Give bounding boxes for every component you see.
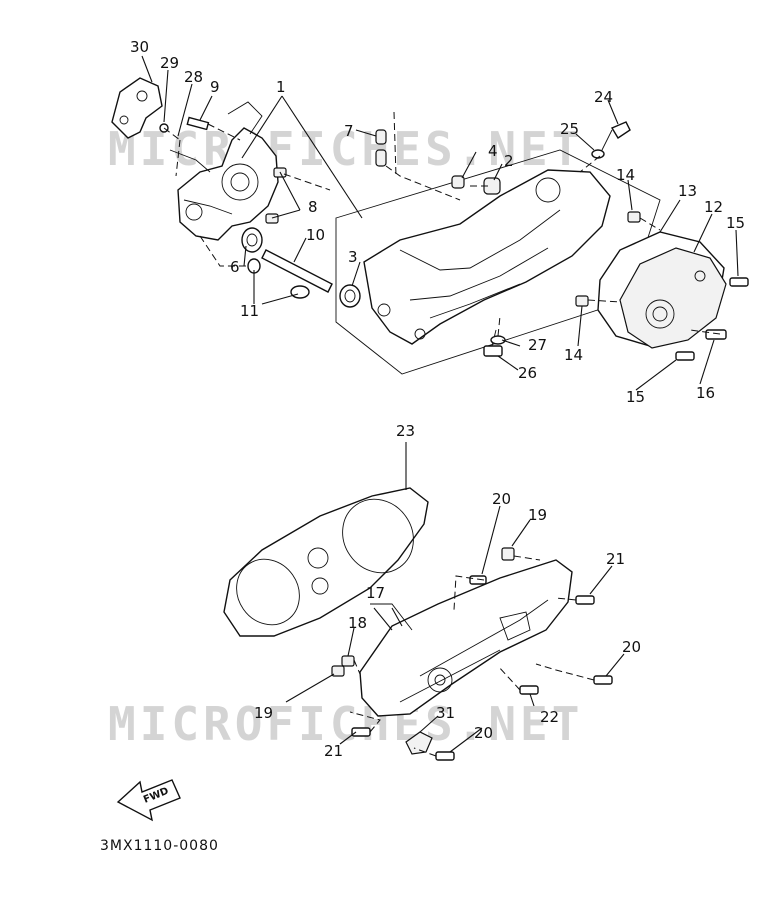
- callout-21-right: 21: [606, 550, 625, 568]
- callout-14-bottom: 14: [564, 346, 583, 364]
- diagram-code: 3MX1110-0080: [100, 838, 219, 854]
- callout-2: 2: [504, 152, 514, 170]
- callout-16: 16: [696, 384, 715, 402]
- callout-17: 17: [366, 584, 385, 602]
- part-10-shaft: [261, 249, 333, 293]
- part-7-dowel-pins: [375, 129, 387, 167]
- part-17-crankcase-cover: [359, 559, 573, 717]
- callout-6: 6: [230, 258, 240, 276]
- callout-3: 3: [348, 248, 358, 266]
- part-31-clamp: [405, 731, 433, 755]
- part-9-bolt: [186, 116, 210, 131]
- callout-28: 28: [184, 68, 203, 86]
- callout-21-left: 21: [324, 742, 343, 760]
- callout-26: 26: [518, 364, 537, 382]
- callouts: 30 29 28 9 1 7 4 2 8 10 6 3 11 24 25 14 …: [130, 38, 745, 760]
- callout-31: 31: [436, 704, 455, 722]
- callout-1: 1: [276, 78, 286, 96]
- part-19-dowels: [331, 547, 515, 677]
- callout-25: 25: [560, 120, 579, 138]
- part-15-bolts: [675, 277, 749, 361]
- callout-23: 23: [396, 422, 415, 440]
- part-30-bracket: [111, 77, 163, 139]
- part-24-plug: [599, 121, 631, 155]
- callout-10: 10: [306, 226, 325, 244]
- callout-11: 11: [240, 302, 259, 320]
- callout-8: 8: [308, 198, 318, 216]
- callout-19-left: 19: [254, 704, 273, 722]
- callout-14-top: 14: [616, 166, 635, 184]
- callout-15-top: 15: [726, 214, 745, 232]
- part-11-washers: [247, 258, 310, 299]
- crankcase-right-half: [363, 169, 611, 345]
- part-12-cover: [619, 247, 727, 349]
- callout-20-right: 20: [622, 638, 641, 656]
- bracket-17: [370, 603, 413, 631]
- callout-15-bottom: 15: [626, 388, 645, 406]
- callout-20-top: 20: [492, 490, 511, 508]
- callout-9: 9: [210, 78, 220, 96]
- callout-4: 4: [488, 142, 498, 160]
- callout-12: 12: [704, 198, 723, 216]
- callout-24: 24: [594, 88, 613, 106]
- part-16-bolt: [705, 329, 727, 340]
- part-22-bolt: [519, 685, 539, 695]
- left-crankcase-half: [169, 101, 279, 241]
- part-21-bolts: [351, 595, 595, 737]
- callout-7: 7: [344, 122, 354, 140]
- callout-20-bottom: 20: [474, 724, 493, 742]
- callout-18: 18: [348, 614, 367, 632]
- part-25-gasket: [591, 149, 605, 159]
- part-6-bearing: [241, 227, 263, 253]
- part-23-gasket: [223, 487, 429, 637]
- dashed-alignment-lines: [163, 111, 721, 757]
- callout-29: 29: [160, 54, 179, 72]
- watermark-bottom: MICROFICHES.NET: [108, 697, 583, 751]
- part-18-dowel: [341, 655, 355, 667]
- part-3-seal: [339, 284, 361, 308]
- part-4-pin: [451, 175, 465, 189]
- callout-27: 27: [528, 336, 547, 354]
- forward-direction-arrow: FWD: [116, 779, 181, 822]
- callout-19-right: 19: [528, 506, 547, 524]
- callout-22: 22: [540, 708, 559, 726]
- callout-30: 30: [130, 38, 149, 56]
- leader-lines: [141, 55, 739, 753]
- callout-13: 13: [678, 182, 697, 200]
